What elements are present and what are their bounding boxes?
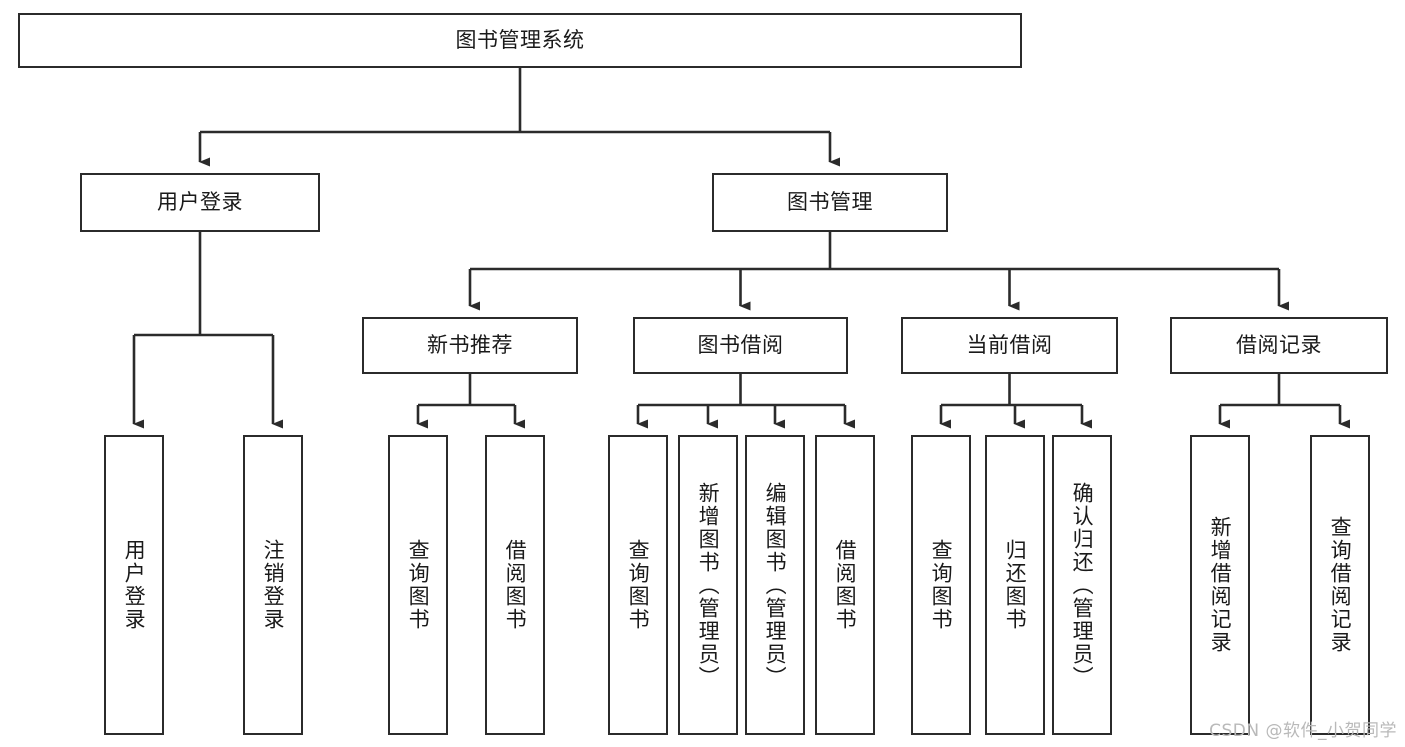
node-label: 确认归还（管理员） (1070, 481, 1095, 689)
node-label: 新增图书（管理员） (696, 481, 721, 689)
node-leaf-confirm-return[interactable]: 确认归还（管理员） (1052, 435, 1112, 735)
node-label: 借阅图书 (503, 539, 528, 631)
node-leaf-logout[interactable]: 注销登录 (243, 435, 303, 735)
node-label: 图书借阅 (697, 332, 784, 357)
node-leaf-query-book-3[interactable]: 查询图书 (911, 435, 971, 735)
node-label: 新书推荐 (427, 332, 513, 357)
node-label: 查询图书 (406, 539, 431, 631)
node-leaf-edit-book[interactable]: 编辑图书（管理员） (745, 435, 805, 735)
node-leaf-user-login[interactable]: 用户登录 (104, 435, 164, 735)
node-label: 查询图书 (929, 539, 954, 631)
node-label: 用户登录 (122, 539, 147, 631)
node-user-login[interactable]: 用户登录 (80, 173, 320, 232)
node-root[interactable]: 图书管理系统 (18, 13, 1022, 68)
node-label: 编辑图书（管理员） (763, 481, 788, 689)
node-book-manage[interactable]: 图书管理 (712, 173, 948, 232)
node-new-book-rec[interactable]: 新书推荐 (362, 317, 578, 374)
node-label: 当前借阅 (966, 332, 1053, 357)
node-leaf-query-book-1[interactable]: 查询图书 (388, 435, 448, 735)
watermark-text: CSDN @软件_小贺同学 (1209, 721, 1397, 741)
node-label: 新增借阅记录 (1208, 516, 1233, 654)
node-label: 注销登录 (261, 539, 286, 631)
node-leaf-borrow-book-1[interactable]: 借阅图书 (485, 435, 545, 735)
node-leaf-query-record[interactable]: 查询借阅记录 (1310, 435, 1370, 735)
node-leaf-return-book[interactable]: 归还图书 (985, 435, 1045, 735)
node-label: 用户登录 (157, 189, 243, 214)
node-label: 借阅记录 (1236, 332, 1322, 357)
node-label: 查询图书 (626, 539, 651, 631)
node-label: 查询借阅记录 (1328, 516, 1353, 654)
node-leaf-borrow-book-2[interactable]: 借阅图书 (815, 435, 875, 735)
node-label: 图书管理系统 (455, 27, 585, 52)
node-leaf-add-book[interactable]: 新增图书（管理员） (678, 435, 738, 735)
node-label: 归还图书 (1003, 539, 1028, 631)
node-label: 图书管理 (787, 189, 873, 214)
node-book-borrow[interactable]: 图书借阅 (633, 317, 848, 374)
node-borrow-record[interactable]: 借阅记录 (1170, 317, 1388, 374)
node-leaf-add-record[interactable]: 新增借阅记录 (1190, 435, 1250, 735)
node-current-borrow[interactable]: 当前借阅 (901, 317, 1118, 374)
node-leaf-query-book-2[interactable]: 查询图书 (608, 435, 668, 735)
node-label: 借阅图书 (833, 539, 858, 631)
